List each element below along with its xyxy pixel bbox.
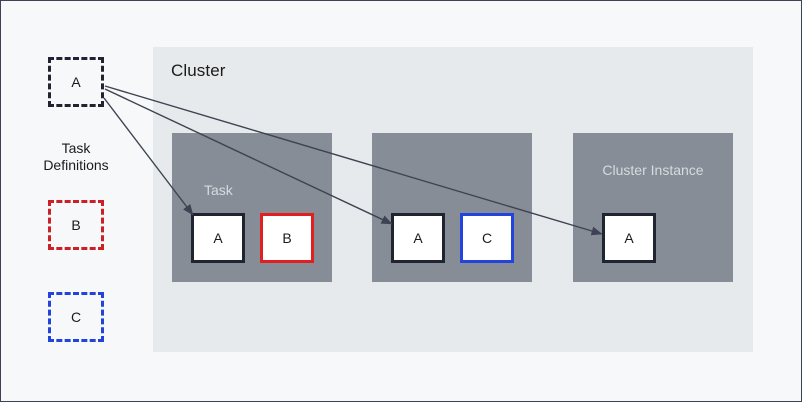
- task-1-container-a-label: A: [213, 230, 223, 246]
- task-2-container-a: A: [391, 213, 445, 263]
- task-box-1: Task A B: [172, 133, 332, 282]
- task-definitions-caption-line1: Task: [61, 140, 91, 156]
- task-definition-a: A: [48, 57, 104, 107]
- task-2-container-c-label: C: [481, 230, 493, 246]
- cluster-title: Cluster: [171, 61, 226, 80]
- task-definition-c: C: [48, 292, 104, 342]
- cluster-instance-container-a-label: A: [624, 230, 634, 246]
- cluster-instance-box: Cluster Instance A: [573, 133, 733, 282]
- task-2-container-c: C: [460, 213, 514, 263]
- task-box-2: A C: [372, 133, 532, 282]
- task-definition-c-label: C: [70, 309, 82, 325]
- cluster-instance-label: Cluster Instance: [602, 162, 704, 178]
- cluster-instance-container-a: A: [602, 213, 656, 263]
- task-definition-b-label: B: [71, 217, 81, 233]
- task-1-container-a: A: [191, 213, 245, 263]
- task-definition-b: B: [48, 200, 104, 250]
- task-1-container-b-label: B: [282, 230, 292, 246]
- task-2-container-a-label: A: [413, 230, 423, 246]
- task-definitions-caption: Task Definitions: [19, 140, 133, 174]
- task-definitions-caption-line2: Definitions: [43, 157, 109, 173]
- task-definition-a-label: A: [71, 74, 81, 90]
- task-box-1-label: Task: [204, 182, 233, 198]
- task-1-container-b: B: [260, 213, 314, 263]
